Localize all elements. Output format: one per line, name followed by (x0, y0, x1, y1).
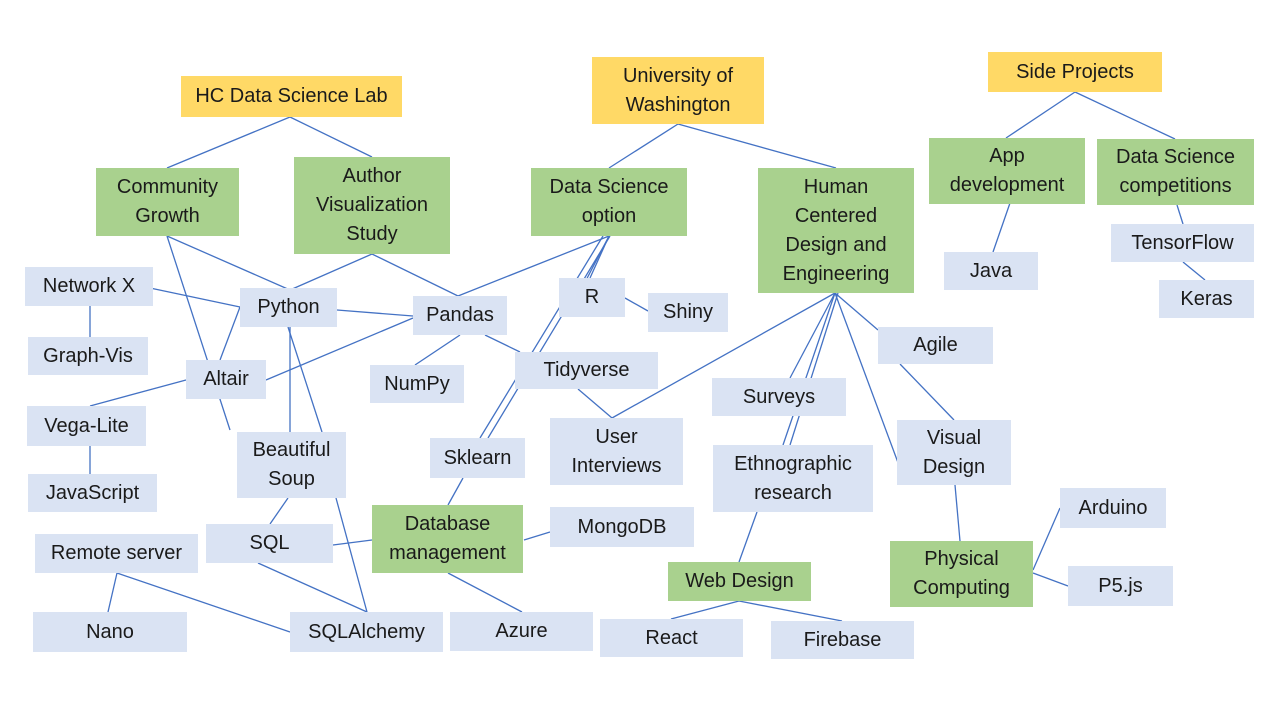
node-visual-design: Visual Design (897, 420, 1011, 485)
node-sklearn: Sklearn (430, 438, 525, 478)
node-arduino: Arduino (1060, 488, 1166, 528)
node-mongodb: MongoDB (550, 507, 694, 547)
node-university-of-washington: University of Washington (592, 57, 764, 124)
node-web-design: Web Design (668, 562, 811, 601)
node-hc-data-science-lab: HC Data Science Lab (181, 76, 402, 117)
node-numpy: NumPy (370, 365, 464, 403)
node-app-development: App development (929, 138, 1085, 204)
node-surveys: Surveys (712, 378, 846, 416)
node-data-science-competitions: Data Science competitions (1097, 139, 1254, 205)
node-ethnographic-research: Ethnographic research (713, 445, 873, 512)
node-agile: Agile (878, 327, 993, 364)
node-r: R (559, 278, 625, 317)
node-sqlalchemy: SQLAlchemy (290, 612, 443, 652)
node-keras: Keras (1159, 280, 1254, 318)
node-javascript: JavaScript (28, 474, 157, 512)
node-graph-vis: Graph-Vis (28, 337, 148, 375)
node-firebase: Firebase (771, 621, 914, 659)
node-shiny: Shiny (648, 293, 728, 332)
node-azure: Azure (450, 612, 593, 651)
node-human-centered-design: Human Centered Design and Engineering (758, 168, 914, 293)
node-react: React (600, 619, 743, 657)
node-nano: Nano (33, 612, 187, 652)
node-p5js: P5.js (1068, 566, 1173, 606)
node-python: Python (240, 288, 337, 327)
node-beautiful-soup: Beautiful Soup (237, 432, 346, 498)
node-side-projects: Side Projects (988, 52, 1162, 92)
node-pandas: Pandas (413, 296, 507, 335)
node-sql: SQL (206, 524, 333, 563)
node-network-x: Network X (25, 267, 153, 306)
node-data-science-option: Data Science option (531, 168, 687, 236)
node-altair: Altair (186, 360, 266, 399)
node-vega-lite: Vega-Lite (27, 406, 146, 446)
node-tensorflow: TensorFlow (1111, 224, 1254, 262)
node-community-growth: Community Growth (96, 168, 239, 236)
node-java: Java (944, 252, 1038, 290)
node-tidyverse: Tidyverse (515, 352, 658, 389)
node-physical-computing: Physical Computing (890, 541, 1033, 607)
node-user-interviews: User Interviews (550, 418, 683, 485)
node-database-management: Database management (372, 505, 523, 573)
node-remote-server: Remote server (35, 534, 198, 573)
node-author-visualization-study: Author Visualization Study (294, 157, 450, 254)
